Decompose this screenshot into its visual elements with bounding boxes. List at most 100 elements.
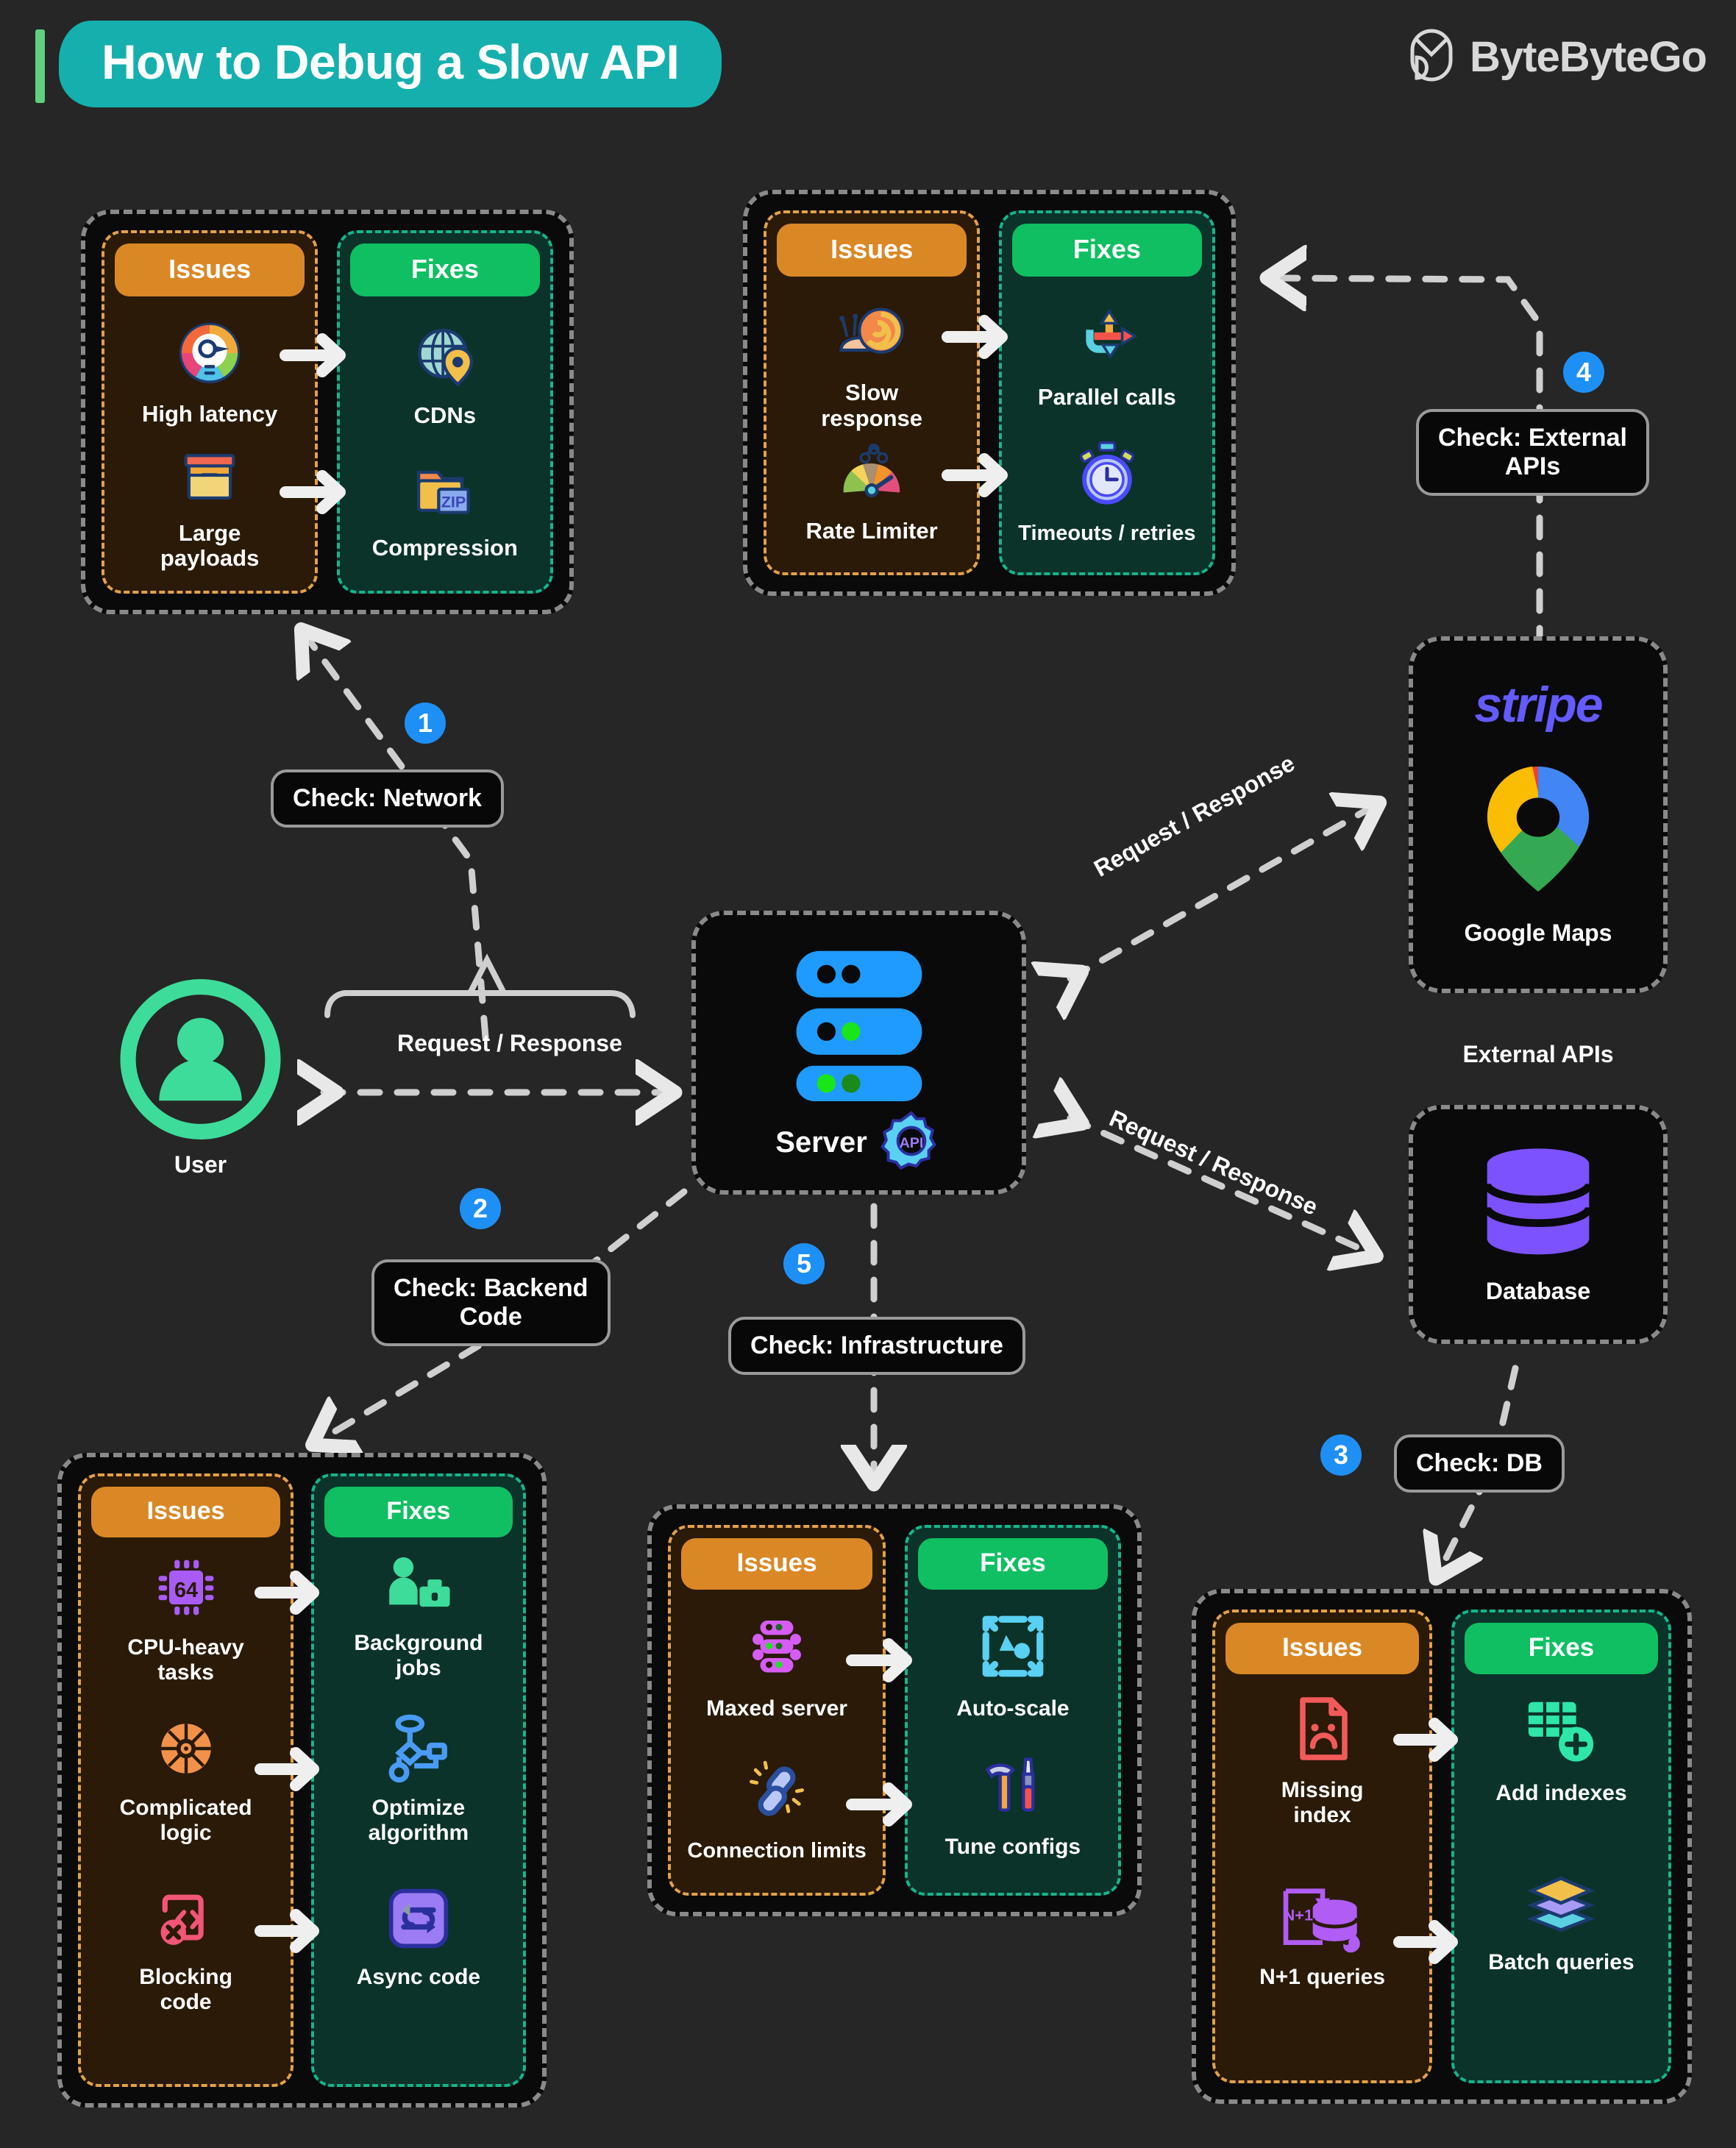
step-chip-5[interactable]: Check: Infrastructure [728,1317,1025,1375]
fix-item: Add indexes [1495,1695,1627,1870]
node-external-apis: stripe Google Maps [1409,636,1668,993]
fix-label: CDNs [413,402,477,428]
edge-label-user-server: Request / Response [397,1030,622,1056]
broken-chain-icon [743,1757,811,1829]
tangled-gear-icon [152,1714,221,1787]
user-avatar-icon [118,979,283,1147]
step-chip-1[interactable]: Check: Network [271,769,504,828]
step-badge-4: 4 [1563,352,1604,393]
svg-text:N+1: N+1 [1283,1906,1312,1924]
header: How to Debug a Slow API ByteByteGo [0,0,1736,140]
panel-fixes: Fixes Parallel calls [998,210,1215,575]
fix-label: Add indexes [1495,1781,1627,1805]
fix-label: Compression [371,535,518,561]
fix-item: Parallel calls [1038,302,1176,435]
snail-icon [835,299,908,369]
page-title: How to Debug a Slow API [59,21,722,107]
fix-item: ZIP Compression [372,455,518,561]
server-rack-icon [764,937,955,1116]
svg-text:API: API [899,1135,923,1151]
node-server-label: Server [775,1126,867,1159]
issue-item: Connection limits [687,1757,867,1863]
issue-label: Connection limits [687,1839,867,1863]
panel-header-issues: Issues [1225,1623,1420,1674]
issue-item: Rate Limiter [806,438,938,544]
panel-fixes: Fixes Add indexes [1451,1610,1671,2083]
globe-pin-icon [411,323,479,394]
fix-item: Auto-scale [956,1610,1070,1750]
issue-item: N+1 N+1 queries [1259,1868,1385,1990]
panel-header-issues: Issues [681,1538,873,1590]
step-chip-4[interactable]: Check: External APIs [1416,409,1649,496]
panel-header-fixes: Fixes [349,243,540,296]
step-chip-2[interactable]: Check: Backend Code [371,1259,611,1346]
edge-label-server-database: Request / Response [1105,1104,1322,1220]
async-loop-icon [385,1885,452,1956]
scale-out-icon [977,1610,1049,1686]
code-error-icon [152,1885,220,1956]
hammer-screwdriver-icon [979,1753,1047,1824]
fix-label: Timeouts / retries [1018,522,1196,545]
brand: ByteByteGo [1408,28,1707,86]
step-badge-5: 5 [783,1243,825,1284]
cpu-chip-icon: 64 [152,1554,220,1625]
node-external-apis-sub-label: Google Maps [1464,920,1612,946]
panel-fixes: Fixes CDNs [336,230,553,594]
step-badge-2: 2 [460,1188,501,1229]
panel-header-fixes: Fixes [917,1538,1108,1590]
database-cylinder-icon [1475,1145,1601,1266]
fix-item: Tune configs [945,1753,1081,1860]
fix-label: Async code [356,1965,481,1989]
panel-header-fixes: Fixes [1464,1623,1658,1674]
fix-label: Auto-scale [956,1696,1070,1721]
panel-issues: Issues [668,1525,886,1896]
table-plus-icon [1524,1695,1598,1769]
node-user [118,975,283,1144]
fix-label: Batch queries [1488,1950,1634,1974]
issue-label: High latency [141,401,278,427]
api-gear-icon: API [880,1110,942,1176]
card-network: Issues [81,210,574,614]
issue-label: Maxed server [706,1696,847,1721]
step-chip-3[interactable]: Check: DB [1394,1434,1565,1493]
worker-briefcase-icon [383,1551,454,1622]
brand-name: ByteByteGo [1470,33,1707,81]
panel-fixes: Fixes Auto-scale [904,1525,1121,1896]
panel-issues: Issues [102,230,319,594]
edge-label-server-external: Request / Response [1089,750,1299,882]
title-accent-bar [35,29,45,103]
bytebytego-logo-icon [1408,28,1455,86]
issue-label: Rate Limiter [805,518,938,544]
gauge-icon [837,438,906,511]
fix-label: Parallel calls [1037,384,1176,410]
svg-text:64: 64 [174,1579,198,1602]
fix-item: Timeouts / retries [1018,438,1195,545]
step-badge-1: 1 [405,703,446,744]
fix-item: CDNs [411,323,479,452]
zip-folder-icon: ZIP [411,455,479,527]
flowchart-icon [384,1714,453,1787]
speedometer-icon [175,319,244,391]
google-maps-pin-icon [1476,758,1601,903]
panel-header-issues: Issues [115,243,305,296]
panel-header-fixes: Fixes [1011,224,1202,277]
fix-item: Batch queries [1488,1870,1634,1975]
